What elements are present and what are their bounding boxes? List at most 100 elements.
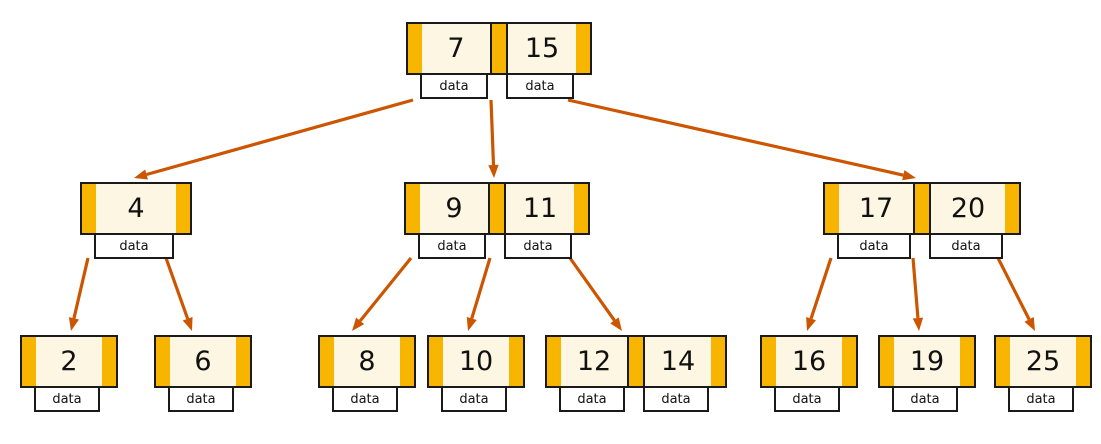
key-cell: 12: [561, 337, 627, 386]
child-pointer-slot: [627, 337, 645, 386]
key-cell: 16: [776, 337, 842, 386]
child-pointer-slot: [509, 337, 523, 386]
node-key-row: 2: [20, 335, 118, 388]
child-pointer-slot: [320, 337, 334, 386]
data-row-spacer: [488, 75, 506, 99]
edge-n1720-to-l16: [809, 257, 833, 320]
child-pointer-slot: [156, 337, 170, 386]
data-pointer-box: data: [34, 388, 100, 412]
node-data-row: data data: [545, 388, 727, 412]
data-row-spacer: [625, 388, 643, 412]
data-pointer-box: data: [892, 388, 958, 412]
child-pointer-slot: [1076, 337, 1090, 386]
node-data-row: data: [878, 388, 976, 412]
child-pointer-slot: [547, 337, 561, 386]
arrowhead-root-to-n4: [134, 169, 148, 180]
data-pointer-box: data: [559, 388, 625, 412]
data-pointer-box: data: [837, 235, 911, 259]
node-key-row: 4: [80, 182, 192, 235]
child-pointer-slot: [400, 337, 414, 386]
arrowhead-n911-to-l8: [352, 317, 365, 331]
data-row-spacer: [760, 388, 774, 412]
node-data-row: data data: [406, 75, 592, 99]
key-cell: 6: [170, 337, 236, 386]
node-data-row: data: [427, 388, 525, 412]
data-pointer-box: data: [1008, 388, 1074, 412]
data-row-spacer: [80, 235, 94, 259]
arrowhead-root-to-n911: [488, 164, 499, 178]
key-cell: 10: [443, 337, 509, 386]
arrowhead-n4-to-l2: [68, 317, 80, 331]
data-row-spacer: [823, 235, 837, 259]
child-pointer-slot: [176, 184, 190, 233]
data-row-spacer: [486, 235, 504, 259]
key-cell: 15: [508, 24, 576, 73]
node-data-row: data: [318, 388, 416, 412]
edge-n1720-to-l25: [996, 257, 1031, 321]
child-pointer-slot: [408, 24, 422, 73]
child-pointer-slot: [996, 337, 1010, 386]
data-pointer-box: data: [420, 75, 488, 99]
data-row-spacer: [427, 388, 441, 412]
data-pointer-box: data: [441, 388, 507, 412]
child-pointer-slot: [913, 184, 931, 233]
edge-n4-to-l2: [72, 257, 90, 319]
child-pointer-slot: [102, 337, 116, 386]
child-pointer-slot: [825, 184, 839, 233]
data-row-spacer: [154, 388, 168, 412]
edge-root-to-n911: [489, 99, 496, 166]
child-pointer-slot: [711, 337, 725, 386]
edge-n911-to-l10: [470, 257, 492, 320]
data-pointer-box: data: [168, 388, 234, 412]
data-row-spacer: [318, 388, 332, 412]
key-cell: 11: [506, 184, 574, 233]
node-key-row: 8: [318, 335, 416, 388]
data-pointer-box: data: [643, 388, 709, 412]
data-row-spacer: [911, 235, 929, 259]
child-pointer-slot: [1005, 184, 1019, 233]
node-data-row: data: [760, 388, 858, 412]
node-data-row: data: [994, 388, 1092, 412]
data-row-spacer: [994, 388, 1008, 412]
node-data-row: data: [20, 388, 118, 412]
child-pointer-slot: [82, 184, 96, 233]
key-cell: 2: [36, 337, 102, 386]
child-pointer-slot: [429, 337, 443, 386]
arrowhead-n911-to-l10: [466, 317, 477, 331]
child-pointer-slot: [762, 337, 776, 386]
data-pointer-box: data: [94, 235, 174, 259]
node-data-row: data: [154, 388, 252, 412]
node-key-row: 6: [154, 335, 252, 388]
key-cell: 8: [334, 337, 400, 386]
data-pointer-box: data: [504, 235, 572, 259]
key-cell: 17: [839, 184, 913, 233]
child-pointer-slot: [406, 184, 420, 233]
data-row-spacer: [20, 388, 34, 412]
node-key-row: 25: [994, 335, 1092, 388]
child-pointer-slot: [960, 337, 974, 386]
key-cell: 7: [422, 24, 490, 73]
node-key-row: 10: [427, 335, 525, 388]
arrowhead-n1720-to-l19: [912, 317, 924, 331]
edge-root-to-n4: [146, 98, 414, 177]
data-row-spacer: [878, 388, 892, 412]
data-pointer-box: data: [332, 388, 398, 412]
data-row-spacer: [404, 235, 418, 259]
data-pointer-box: data: [506, 75, 574, 99]
key-cell: 25: [1010, 337, 1076, 386]
key-cell: 14: [645, 337, 711, 386]
key-cell: 20: [931, 184, 1005, 233]
key-cell: 9: [420, 184, 488, 233]
edge-n4-to-l6: [164, 257, 190, 320]
data-row-spacer: [545, 388, 559, 412]
key-cell: 4: [96, 184, 176, 233]
